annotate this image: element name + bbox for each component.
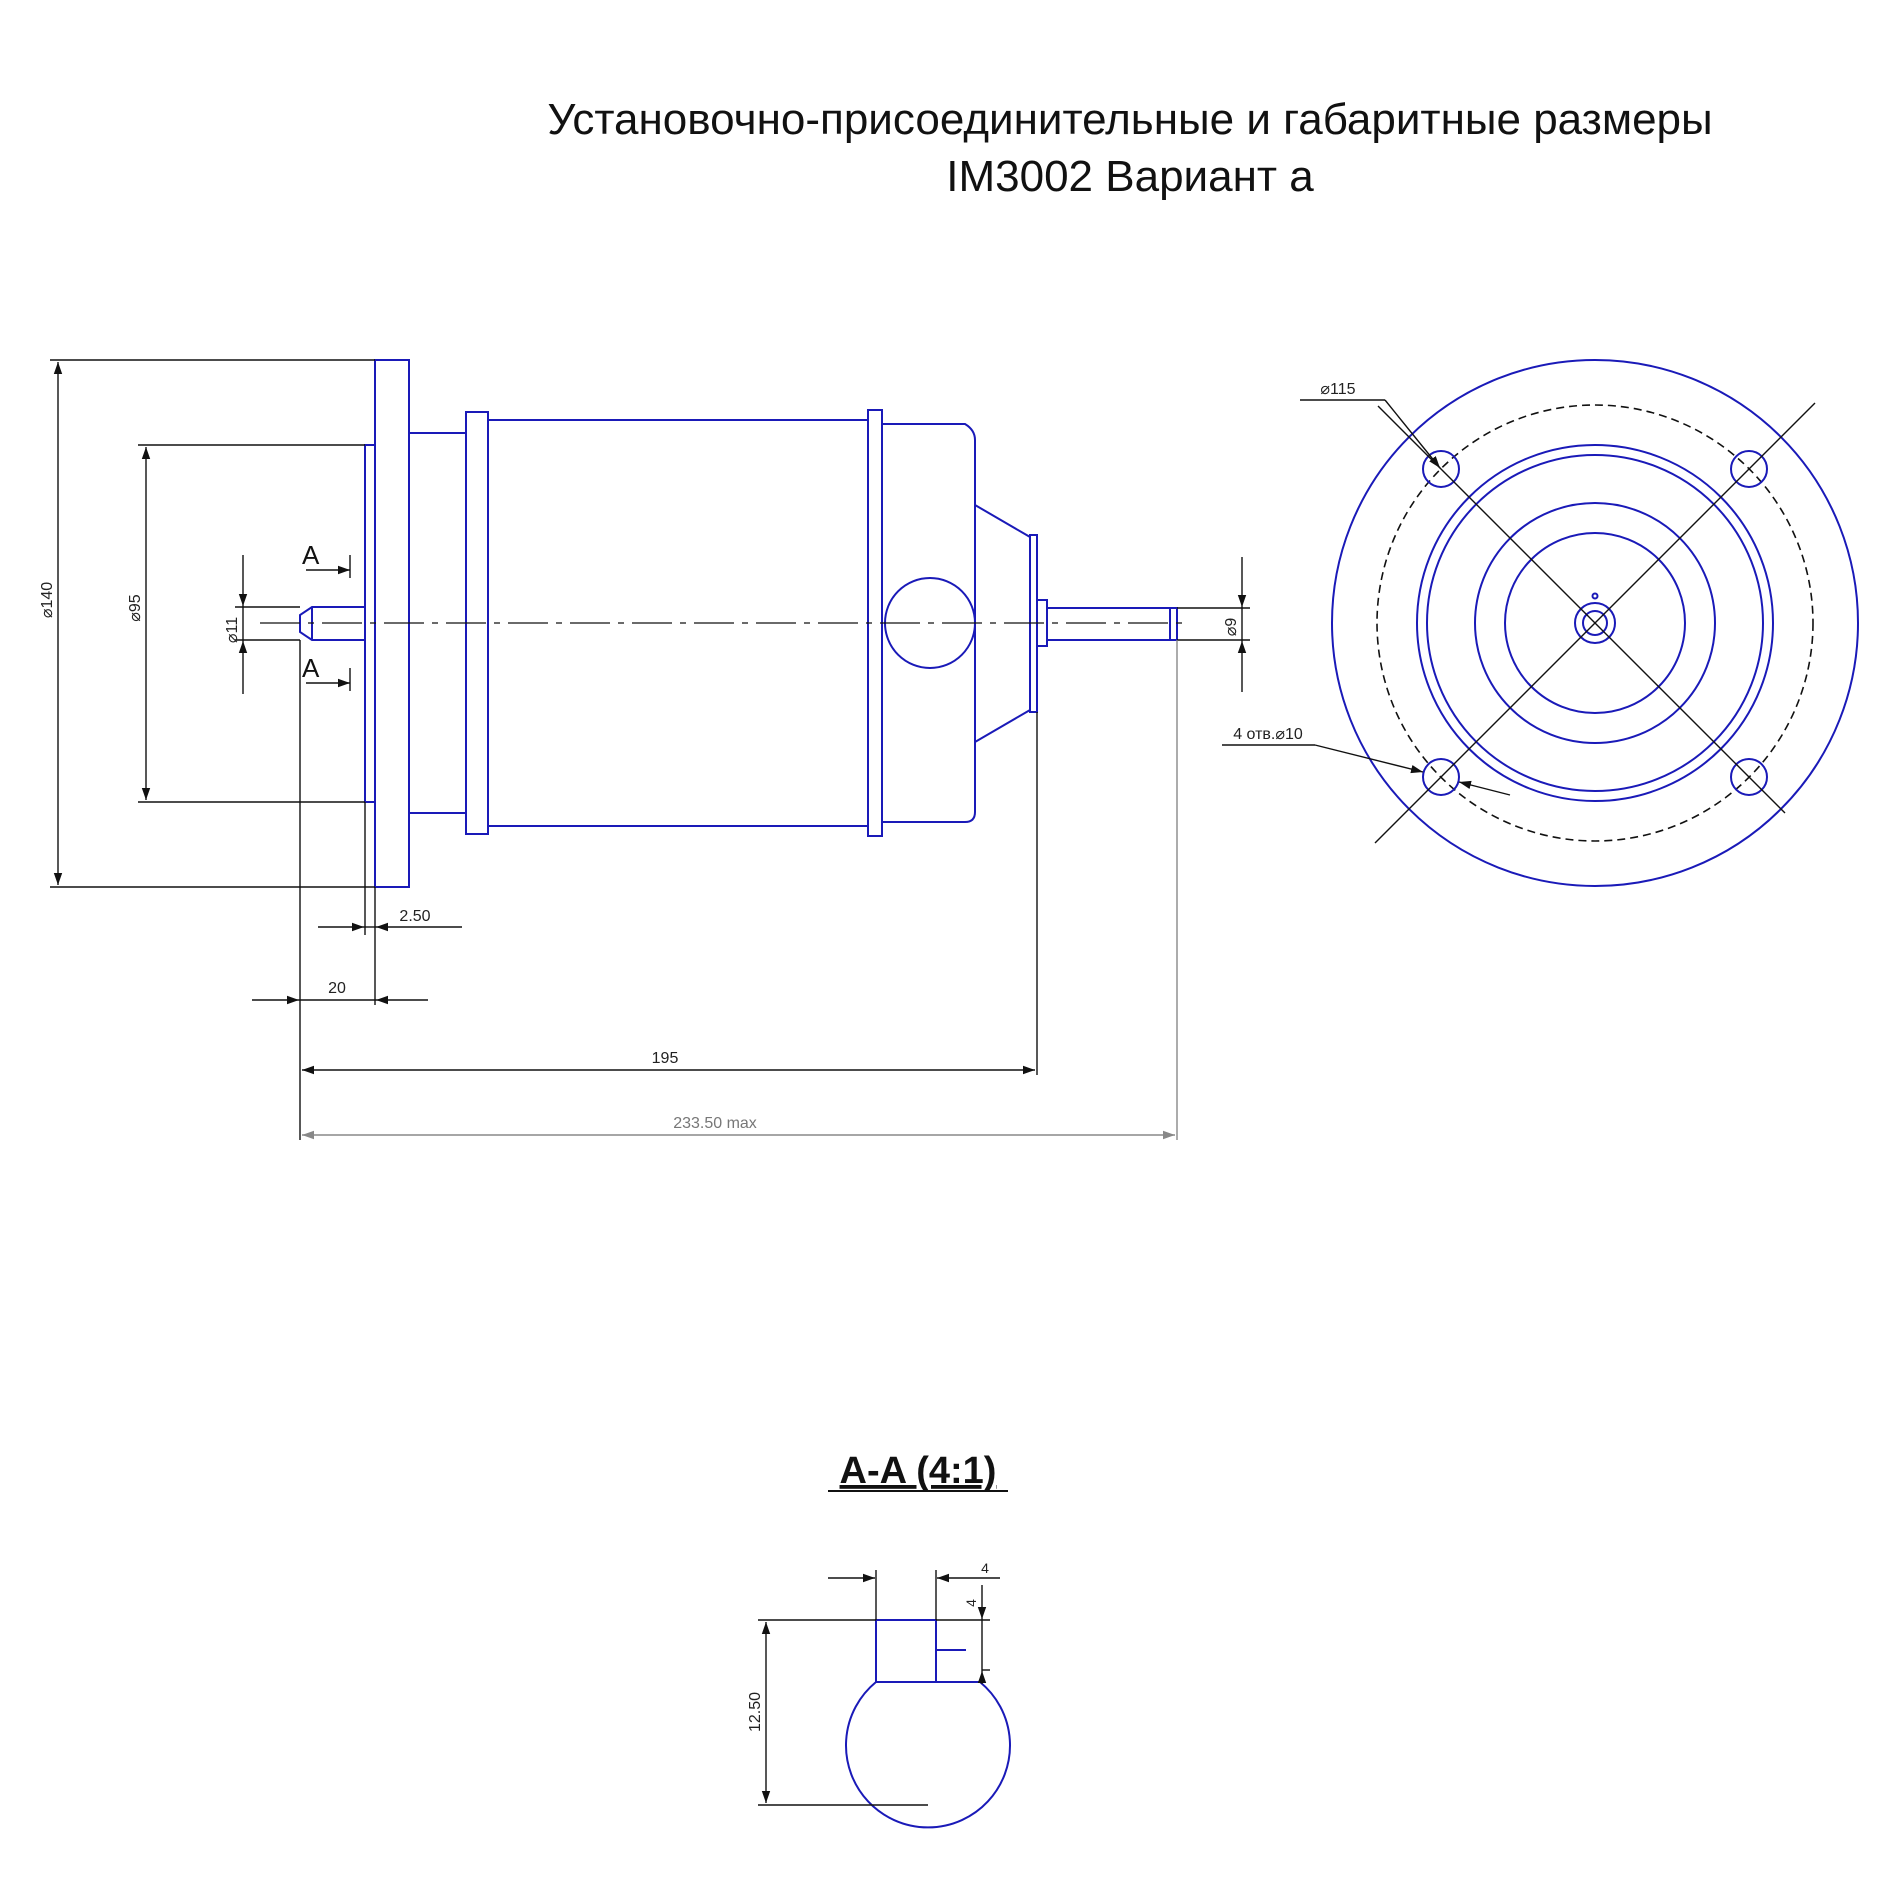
end-flange-outline xyxy=(1331,359,1859,887)
motor-side-view xyxy=(260,359,1185,888)
dim-body-length: 195 xyxy=(652,1050,679,1067)
section-view: A-A (4:1) 4 4 12.50 xyxy=(747,1450,1011,1829)
dim-bolt-holes: 4 отв.⌀10 xyxy=(1233,726,1303,743)
section-title: A-A (4:1) xyxy=(840,1450,997,1492)
motor-end-view xyxy=(1331,359,1859,887)
section-mark-bottom: A xyxy=(302,653,320,683)
drawing-title-line2: IM3002 Вариант а xyxy=(946,152,1314,201)
dim-rear-shaft-diameter: ⌀9 xyxy=(1223,618,1240,637)
dim-front-shaft-length: 20 xyxy=(328,980,346,997)
dim-overall-length: 233.50 max xyxy=(673,1115,757,1132)
shaft-key xyxy=(875,1619,937,1683)
dim-flange-diameter: ⌀140 xyxy=(39,582,56,618)
section-mark-top: A xyxy=(302,540,320,570)
shaft-section xyxy=(845,1681,1011,1829)
bolt-hole-bl xyxy=(1422,758,1460,796)
rear-shaft xyxy=(1046,607,1178,641)
dim-spigot-depth: 2.50 xyxy=(399,908,430,925)
dim-key-height: 4 xyxy=(963,1599,979,1607)
bolt-hole-tr xyxy=(1730,450,1768,488)
dim-spigot-diameter: ⌀95 xyxy=(127,594,144,622)
drawing-title-line1: Установочно-присоединительные и габаритн… xyxy=(547,95,1713,144)
bolt-hole-tl xyxy=(1422,450,1460,488)
side-dimensions: ⌀140 ⌀95 ⌀11 ⌀9 A A xyxy=(39,359,1250,1140)
dim-bolt-circle-diameter: ⌀115 xyxy=(1320,381,1355,398)
dim-section-height: 12.50 xyxy=(747,1692,764,1732)
dim-front-shaft-diameter: ⌀11 xyxy=(224,617,241,643)
dim-key-width: 4 xyxy=(981,1560,989,1576)
bolt-circle xyxy=(1376,404,1814,842)
end-dimensions: ⌀115 4 отв.⌀10 xyxy=(1222,381,1511,796)
bolt-hole-br xyxy=(1730,758,1768,796)
